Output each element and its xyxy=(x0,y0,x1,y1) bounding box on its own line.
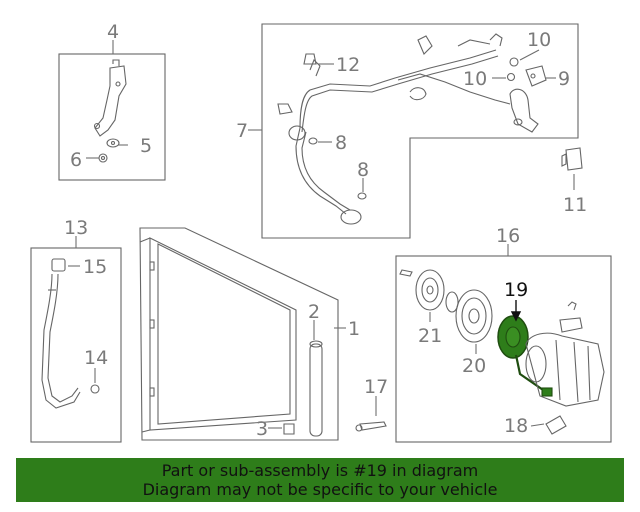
panel-bracket xyxy=(58,53,166,181)
compressor-body xyxy=(525,301,605,407)
callout-18: 18 xyxy=(504,415,528,437)
part-8-o-ring-lower xyxy=(357,192,367,200)
part-12-fitting xyxy=(303,53,317,65)
callout-2: 2 xyxy=(308,301,320,323)
callout-17: 17 xyxy=(364,376,388,398)
part-9-block xyxy=(525,65,547,87)
panel-hoses xyxy=(261,23,579,239)
part-11-switch xyxy=(561,147,583,171)
panel-condenser xyxy=(139,227,339,441)
callout-4: 4 xyxy=(107,21,119,43)
callout-8-lower: 8 xyxy=(357,159,369,181)
banner-part-note: Part or sub-assembly is #19 in diagram xyxy=(161,461,479,480)
leader-lines xyxy=(68,40,575,429)
callout-21: 21 xyxy=(418,325,442,347)
part-7-hose-assembly xyxy=(277,33,539,225)
callout-10-lower: 10 xyxy=(463,68,487,90)
part-3-plug xyxy=(283,423,295,435)
part-19-clutch-coil xyxy=(497,315,553,397)
callout-7: 7 xyxy=(236,120,248,142)
callout-20: 20 xyxy=(462,355,486,377)
callout-16: 16 xyxy=(496,225,520,247)
callout-1: 1 xyxy=(348,318,360,340)
part-2-receiver-drier xyxy=(309,340,323,437)
part-10-washer-b xyxy=(506,72,516,82)
callout-14: 14 xyxy=(84,347,108,369)
part-5-washer xyxy=(106,138,120,148)
leader-19 xyxy=(510,300,522,322)
callout-11: 11 xyxy=(563,194,587,216)
part-18-fitting xyxy=(545,415,567,435)
panel-compressor xyxy=(395,255,612,443)
part-10-washer-a xyxy=(509,57,519,67)
callout-8-upper: 8 xyxy=(335,132,347,154)
part-8-o-ring-upper xyxy=(308,137,318,145)
part-bolt-small xyxy=(399,269,413,277)
part-4-bracket xyxy=(93,59,127,137)
callout-12: 12 xyxy=(336,54,360,76)
part-20-pulley xyxy=(445,289,493,343)
callout-19-highlighted: 19 xyxy=(504,279,528,301)
part-14-o-ring xyxy=(90,384,100,394)
callout-3: 3 xyxy=(256,418,268,440)
callout-15: 15 xyxy=(83,256,107,278)
part-21-pulley-plate xyxy=(415,269,445,311)
part-15-cap xyxy=(51,258,66,272)
highlight-banner: Part or sub-assembly is #19 in diagram D… xyxy=(16,458,624,502)
callout-5: 5 xyxy=(140,135,152,157)
callout-13: 13 xyxy=(64,217,88,239)
callout-10-upper: 10 xyxy=(527,29,551,51)
callout-6: 6 xyxy=(70,149,82,171)
banner-disclaimer: Diagram may not be specific to your vehi… xyxy=(142,480,498,499)
part-13-liquid-line xyxy=(41,273,81,409)
part-1-condenser xyxy=(139,237,297,433)
part-17-bolt xyxy=(355,421,387,432)
callout-9: 9 xyxy=(558,68,570,90)
